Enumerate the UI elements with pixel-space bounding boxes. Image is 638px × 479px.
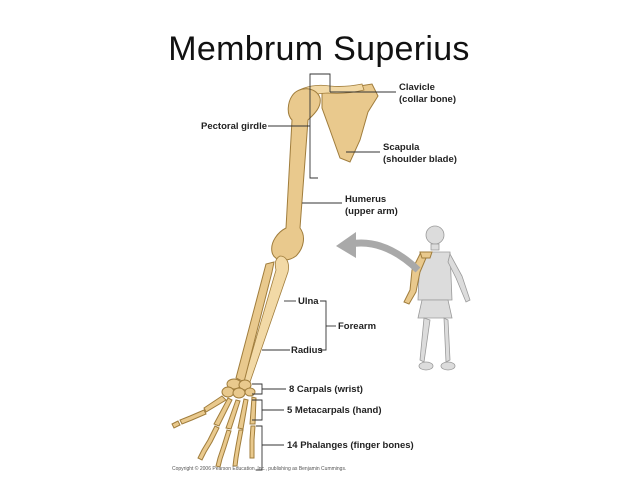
slide-title: Membrum Superius bbox=[168, 30, 470, 68]
leader-lines bbox=[252, 73, 396, 471]
arm-bones bbox=[171, 83, 379, 468]
copyright-note: Copyright © 2006 Pearson Education, Inc.… bbox=[172, 465, 346, 472]
metacarpal-bones bbox=[203, 395, 257, 430]
humerus-bone bbox=[271, 88, 321, 261]
label-scapula-common: (shoulder blade) bbox=[383, 154, 457, 165]
label-clavicle: Clavicle bbox=[399, 82, 435, 93]
label-phalanges: 14 Phalanges (finger bones) bbox=[287, 440, 414, 451]
label-scapula: Scapula bbox=[383, 142, 420, 153]
label-metacarpals: 5 Metacarpals (hand) bbox=[287, 405, 382, 416]
radius-bone bbox=[235, 261, 275, 383]
carpal-bones bbox=[221, 378, 256, 399]
label-humerus-common: (upper arm) bbox=[345, 206, 398, 217]
label-ulna: Ulna bbox=[298, 296, 319, 307]
pointer-arrow bbox=[336, 232, 421, 273]
label-humerus: Humerus bbox=[345, 194, 386, 205]
label-clavicle-common: (collar bone) bbox=[399, 94, 456, 105]
label-pectoral-girdle: Pectoral girdle bbox=[201, 121, 267, 132]
highlighted-limb bbox=[403, 253, 427, 305]
label-carpals: 8 Carpals (wrist) bbox=[289, 384, 363, 395]
phalanx-bones bbox=[171, 409, 256, 468]
scapula-bone bbox=[321, 83, 379, 163]
full-skeleton-figure bbox=[403, 225, 471, 371]
label-forearm: Forearm bbox=[338, 321, 376, 332]
labels: Clavicle (collar bone) Pectoral girdle S… bbox=[172, 82, 457, 472]
label-radius: Radius bbox=[291, 345, 323, 356]
